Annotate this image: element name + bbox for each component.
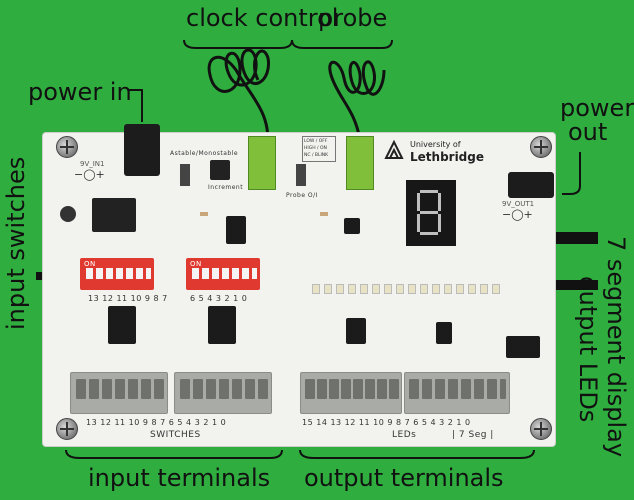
output-terminal-block-right[interactable]: [404, 372, 510, 414]
screw-icon: [530, 136, 552, 158]
astable-monostable-text: Astable/Monostable: [170, 150, 239, 157]
probe-o1-text: Probe O/I: [286, 192, 318, 199]
led: [408, 284, 416, 294]
led-terminal-numbers: 15 14 13 12 11 10 9 8 7 6 5 4 3 2 1 0: [302, 418, 471, 427]
university-line1: University of: [410, 140, 461, 149]
led: [348, 284, 356, 294]
power-out-ref: 9V_OUT1: [502, 200, 535, 208]
output-chip-1: [346, 318, 366, 344]
led: [444, 284, 452, 294]
screw-icon: [530, 418, 552, 440]
segment-e: [417, 214, 420, 232]
output-terminal-block-left[interactable]: [300, 372, 402, 414]
probe-label: probe: [318, 4, 388, 32]
output-chip-2: [436, 322, 452, 344]
led: [468, 284, 476, 294]
university-line2: Lethbridge: [410, 150, 485, 164]
led: [456, 284, 464, 294]
led: [372, 284, 380, 294]
smd-component: [320, 212, 328, 216]
segment-g: [420, 211, 438, 214]
input-terminal-block-left[interactable]: [70, 372, 168, 414]
led: [324, 284, 332, 294]
led: [396, 284, 404, 294]
led: [432, 284, 440, 294]
power-in-ref: 9V_IN1: [80, 160, 105, 168]
power-in-jack: [124, 124, 160, 176]
input-chip-2: [208, 306, 236, 344]
seven-segment-display-label: 7 segment display: [602, 236, 630, 458]
dip-right-on: ON: [190, 260, 202, 268]
power-out-label-1: power: [560, 94, 634, 122]
input-terminal-block-right[interactable]: [174, 372, 272, 414]
screw-icon: [56, 418, 78, 440]
smd-component: [200, 212, 208, 216]
led: [420, 284, 428, 294]
led: [336, 284, 344, 294]
power-in-label: power in: [28, 78, 132, 106]
dip-left-numbers: 13 12 11 10 9 8 7: [88, 294, 168, 303]
increment-text: Increment: [208, 184, 244, 191]
university-logo-icon: [384, 139, 404, 159]
timer-chip: [226, 216, 246, 244]
segment-a: [420, 190, 438, 193]
segment-f: [417, 193, 420, 211]
dip-switch-left[interactable]: [80, 258, 154, 290]
power-out-label-2: out: [568, 118, 608, 146]
capacitor: [60, 206, 76, 222]
clock-terminal: [248, 136, 276, 190]
power-in-symbol: −◯+: [74, 168, 105, 181]
probe-chip: [344, 218, 360, 234]
dip-left-on: ON: [84, 260, 96, 268]
dip-right-numbers: 6 5 4 3 2 1 0: [190, 294, 248, 303]
slide-switch: [180, 164, 190, 186]
input-chip-1: [108, 306, 136, 344]
dip-switch-right[interactable]: [186, 258, 260, 290]
power-out-symbol: −◯+: [502, 208, 533, 221]
led: [492, 284, 500, 294]
probe-mode-box: LOW / OFF HIGH / ON NC / BLINK: [302, 136, 336, 162]
output-chip-3: [506, 336, 540, 358]
leds-label: LEDs: [392, 430, 417, 440]
push-button: [210, 160, 230, 180]
output-terminals-label: output terminals: [304, 464, 504, 492]
segment-d: [420, 232, 438, 235]
input-terminals-label: input terminals: [88, 464, 271, 492]
segment-c: [438, 214, 441, 232]
output-leds-label: output LEDs: [574, 276, 602, 423]
power-out-jack: [508, 172, 554, 198]
screw-icon: [56, 136, 78, 158]
switch-terminal-numbers: 13 12 11 10 9 8 7 6 5 4 3 2 1 0: [86, 418, 227, 427]
clock-control-label: clock control: [186, 4, 339, 32]
probe-terminal: [346, 136, 374, 190]
led: [360, 284, 368, 294]
probe-slide-switch: [296, 164, 306, 186]
led: [480, 284, 488, 294]
led: [384, 284, 392, 294]
switches-label: SWITCHES: [150, 430, 201, 440]
seven-seg-label: | 7 Seg |: [452, 430, 494, 440]
input-switches-label: input switches: [2, 156, 30, 330]
led: [312, 284, 320, 294]
segment-b: [438, 193, 441, 211]
voltage-regulator: [92, 198, 136, 232]
